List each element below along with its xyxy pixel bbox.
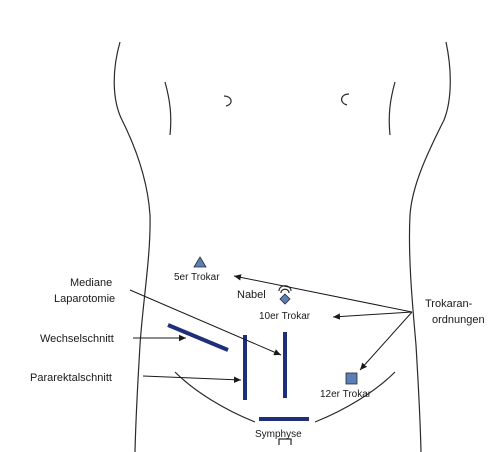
torso-left-contour: [114, 42, 150, 452]
ribcage-right: [389, 82, 395, 135]
torso-right-contour: [409, 42, 450, 452]
label-trokaranordnungen-1: Trokaran-: [425, 298, 473, 310]
label-trokaranordnungen-2: ordnungen: [432, 314, 485, 326]
navel-icon: [279, 286, 291, 304]
label-5er-trokar: 5er Trokar: [174, 272, 220, 283]
label-10er-trokar: 10er Trokar: [259, 311, 311, 322]
label-12er-trokar: 12er Trokar: [320, 389, 372, 400]
label-laparotomie: Laparotomie: [54, 293, 115, 305]
label-wechselschnitt: Wechselschnitt: [40, 333, 114, 345]
ribcage-left: [165, 82, 171, 135]
trokar-arrow-12er: [360, 312, 412, 370]
label-mediane: Mediane: [70, 277, 112, 289]
right-nipple-icon: [342, 94, 349, 105]
label-pararektalschnitt: Pararektalschnitt: [30, 372, 112, 384]
trokar-12-square-icon: [346, 373, 357, 384]
label-symphyse: Symphyse: [255, 429, 302, 440]
trokar-arrow-10er: [333, 312, 412, 317]
label-nabel: Nabel: [237, 289, 266, 301]
left-nipple-icon: [224, 96, 231, 106]
pararektal-arrow: [143, 376, 241, 380]
trokar-5-triangle-icon: [194, 257, 206, 267]
